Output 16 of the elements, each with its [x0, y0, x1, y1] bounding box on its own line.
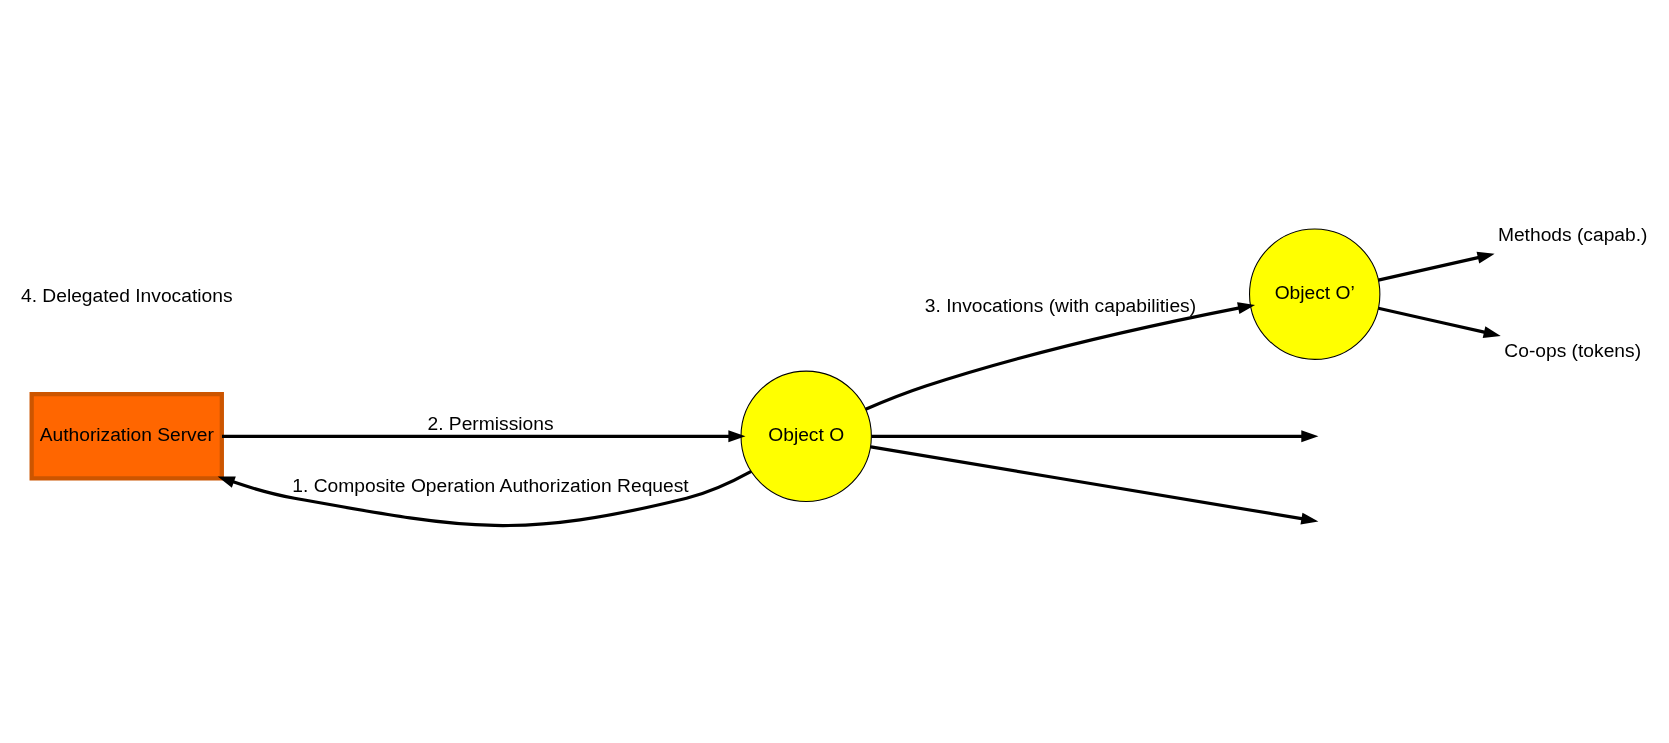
node-text: Co-ops (tokens)	[1504, 339, 1642, 361]
arrow	[1378, 251, 1495, 282]
arrow	[870, 445, 1319, 525]
arrow	[871, 430, 1319, 443]
node-circle: Object O	[740, 370, 872, 502]
arrow	[222, 430, 746, 443]
node-text: Methods (capab.)	[1497, 224, 1648, 246]
arrow	[865, 302, 1256, 411]
edge-label: 1. Composite Operation Authorization Request	[292, 475, 689, 497]
node-circle: Object O’	[1249, 228, 1381, 360]
edge-label: 2. Permissions	[427, 413, 554, 435]
edge-label: 3. Invocations (with capabilities)	[924, 294, 1197, 316]
label: 4. Delegated Invocations	[20, 285, 233, 307]
arrow	[217, 470, 752, 527]
node-box: Authorization Server	[29, 391, 224, 481]
arrow	[1378, 306, 1501, 338]
